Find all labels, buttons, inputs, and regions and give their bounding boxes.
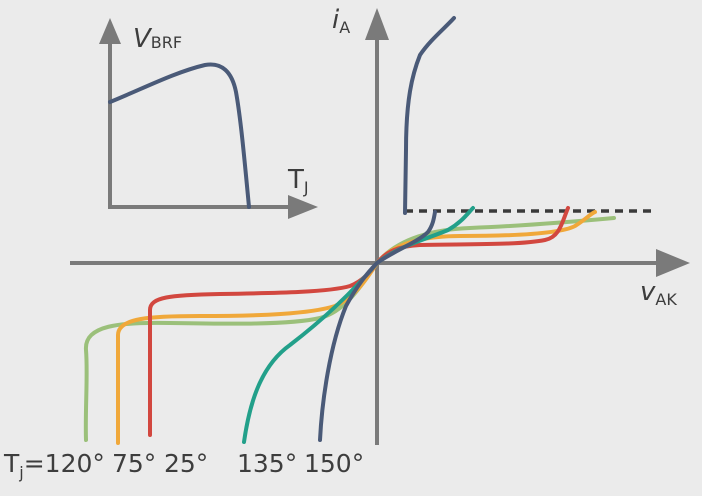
temperature-label-75: 75° [112, 449, 156, 478]
temperature-label-25: 25° [164, 449, 208, 478]
temperature-labels: Tj=120° 75° 25° 135° 150° [3, 449, 364, 482]
inset-y-label: VBRF [133, 24, 182, 54]
temperature-label-135: 135° [237, 449, 297, 478]
temperature-label-150: 150° [304, 449, 364, 478]
inset-x-arrowhead [288, 195, 318, 219]
iv-curves [83, 16, 616, 445]
main-y-label: iA [332, 5, 350, 37]
main-y-label-sub: A [339, 18, 350, 37]
inset-vbrf-curve [108, 62, 251, 209]
main-x-label-main: v [640, 277, 656, 307]
temperature-prefix-sub: j [18, 463, 23, 482]
main-x-arrowhead [656, 249, 690, 277]
main-x-label: vAK [640, 277, 677, 309]
curve-120deg [83, 216, 616, 442]
main-y-arrowhead [365, 8, 389, 40]
inset-y-arrowhead [99, 18, 121, 44]
inset-x-label-sub: J [303, 178, 309, 197]
temperature-prefix-main: T [3, 449, 20, 478]
temperature-value-120: =120° [24, 449, 105, 478]
main-x-label-sub: AK [655, 290, 677, 309]
main-y-label-main: i [332, 5, 340, 35]
temperature-label-120: Tj=120° [3, 449, 105, 482]
curve-150deg [318, 210, 437, 442]
inset-x-label-main: T [287, 165, 304, 195]
curve-25deg [148, 206, 570, 437]
main-axes: iA vAK [70, 5, 690, 445]
curve-75deg [116, 210, 597, 445]
inset-x-label: TJ [287, 165, 309, 197]
curve-150deg-on-state [403, 16, 456, 215]
inset-y-label-main: V [133, 24, 153, 54]
inset-y-label-sub: BRF [151, 33, 182, 52]
inset-plot: VBRF TJ [99, 18, 318, 219]
